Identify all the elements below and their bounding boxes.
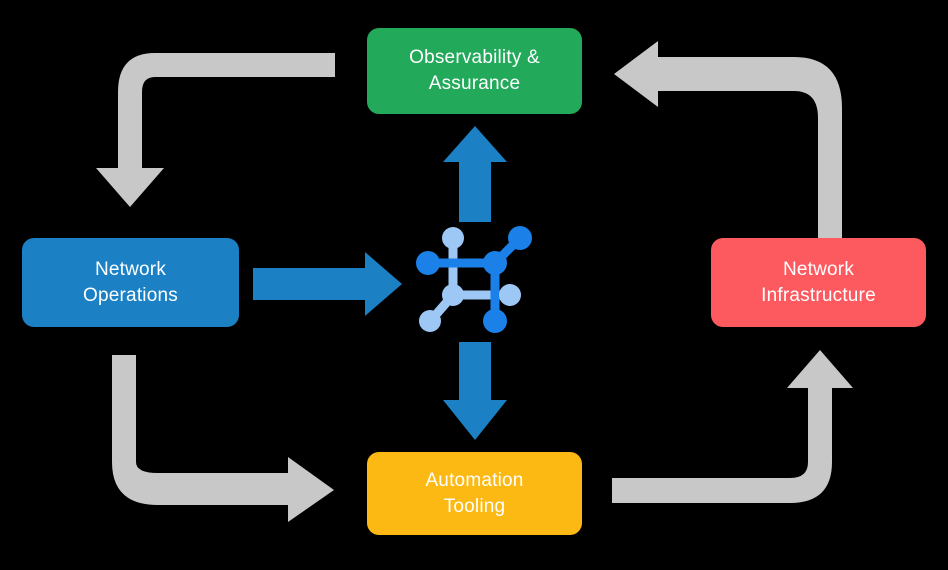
topology-light-nodes (419, 227, 521, 332)
blue-arrow-center-to-automation (443, 342, 507, 440)
blue-arrow-center-to-observability (443, 126, 507, 222)
gray-arrow-observability-to-operations (96, 53, 335, 207)
blue-arrow-operations-to-center (253, 252, 402, 316)
gray-arrow-infrastructure-to-observability (614, 41, 842, 248)
gray-arrow-operations-to-automation (112, 355, 334, 522)
node-automation-tooling[interactable]: Automation Tooling (367, 452, 582, 535)
topology-dark-nodes (416, 226, 532, 333)
node-observability-assurance[interactable]: Observability & Assurance (367, 28, 582, 114)
network-topology-icon (416, 226, 532, 333)
node-network-infrastructure[interactable]: Network Infrastructure (711, 238, 926, 327)
node-network-operations[interactable]: Network Operations (22, 238, 239, 327)
gray-arrow-automation-to-infrastructure (612, 350, 853, 503)
